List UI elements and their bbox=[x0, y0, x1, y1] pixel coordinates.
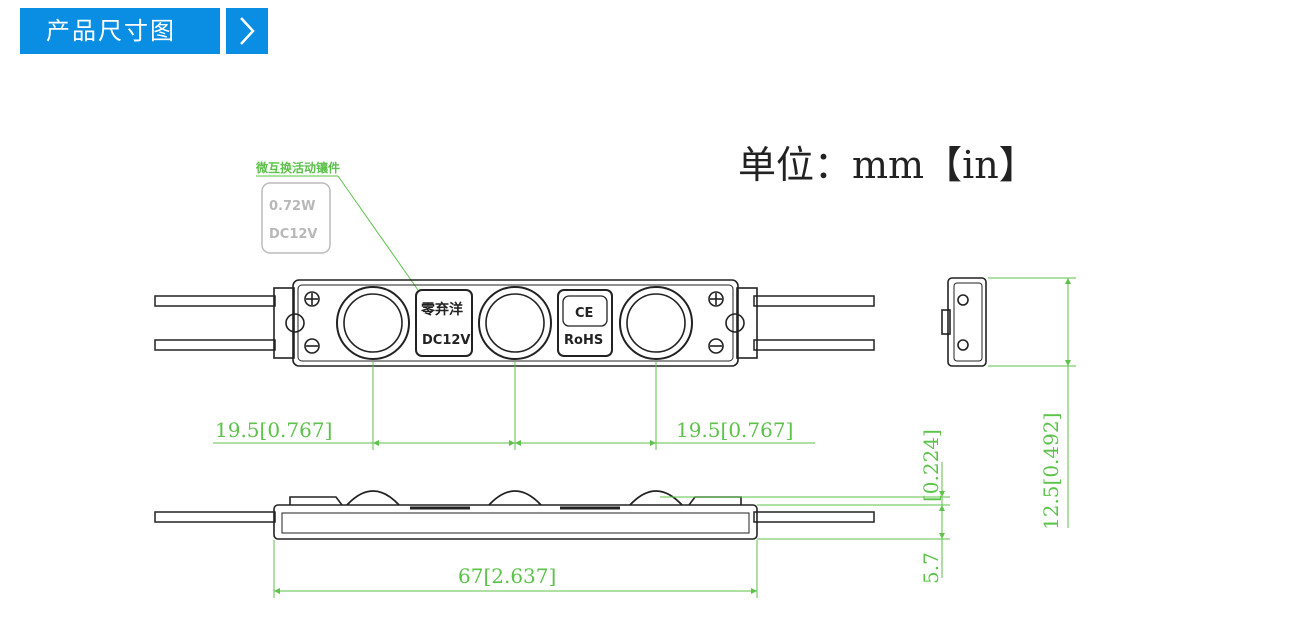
units-label: 单位：mm【in】 bbox=[738, 143, 1037, 187]
section-title: 产品尺寸图 bbox=[20, 8, 220, 54]
brand-mark: 零弃洋 bbox=[420, 301, 463, 318]
pitch-right-label: 19.5[0.767] bbox=[676, 418, 793, 442]
width-dimension bbox=[988, 277, 1076, 528]
lens-height-label: [0.224] bbox=[919, 429, 943, 502]
length-label: 67[2.637] bbox=[458, 564, 556, 588]
module-front-view bbox=[154, 490, 875, 540]
width-label: 12.5[0.492] bbox=[1039, 413, 1063, 530]
length-dimension bbox=[273, 540, 758, 598]
rohs-mark: RoHS bbox=[564, 333, 603, 348]
insert-ghost bbox=[261, 182, 331, 254]
ce-mark: CE bbox=[575, 306, 593, 321]
annotation-leader bbox=[337, 175, 419, 291]
pitch-left-label: 19.5[0.767] bbox=[215, 418, 332, 442]
pitch-dimension bbox=[213, 362, 815, 450]
insert-ghost-line1: 0.72W bbox=[269, 199, 315, 214]
module-end-view bbox=[941, 277, 987, 367]
insert-ghost-line2: DC12V bbox=[269, 227, 317, 242]
voltage-mark: DC12V bbox=[422, 333, 470, 348]
module-top-view bbox=[154, 279, 875, 367]
height-dimension bbox=[660, 462, 950, 578]
annotation-label: 微互换活动镶件 bbox=[255, 160, 340, 175]
chevron-right-icon[interactable] bbox=[226, 8, 268, 54]
body-height-label: 5.7 bbox=[919, 552, 943, 584]
